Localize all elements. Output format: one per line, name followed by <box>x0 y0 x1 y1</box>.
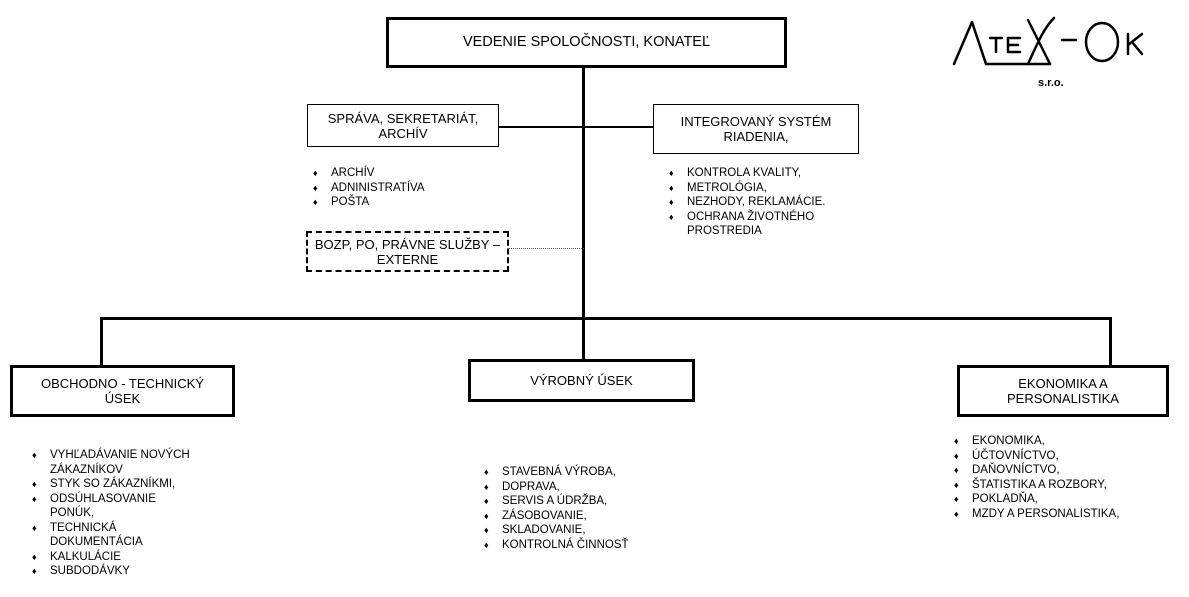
list-item: KALKULÁCIE <box>32 550 232 565</box>
division-left-drop <box>100 317 103 367</box>
production-box: VÝROBNÝ ÚSEK <box>468 359 695 402</box>
list-item: MZDY A PERSONALISTIKA, <box>954 507 1174 522</box>
trunk-line <box>582 50 585 318</box>
integrated-system-box: INTEGROVANÝ SYSTÉM RIADENIA, <box>653 104 859 154</box>
list-item: KONTROLA KVALITY, <box>669 166 879 181</box>
management-box: VEDENIE SPOLOČNOSTI, KONATEĽ <box>386 17 787 68</box>
commercial-technical-list: VYHĽADÁVANIE NOVÝCH ZÁKAZNÍKOV STYK SO Z… <box>32 448 232 579</box>
list-item: SUBDODÁVKY <box>32 564 232 579</box>
list-item: STYK SO ZÁKAZNÍKMI, <box>32 477 232 492</box>
list-item: METROLÓGIA, <box>669 181 879 196</box>
staff-connector-line <box>498 126 653 128</box>
list-item: POKLADŇA, <box>954 492 1174 507</box>
division-center-drop <box>582 317 585 367</box>
production-label: VÝROBNÝ ÚSEK <box>530 373 633 388</box>
list-item: ŠTATISTIKA A ROZBORY, <box>954 478 1174 493</box>
list-item: STAVEBNÁ VÝROBA, <box>484 465 684 480</box>
list-item: ÚČTOVNÍCTVO, <box>954 449 1174 464</box>
integrated-system-label: INTEGROVANÝ SYSTÉM RIADENIA, <box>680 114 832 144</box>
division-bus-line <box>100 317 1112 320</box>
list-item: ADNINISTRATÍVA <box>313 181 503 196</box>
company-logo: s.r.o. <box>952 16 1144 89</box>
list-item: DAŇOVNÍCTVO, <box>954 463 1174 478</box>
list-item: ODSÚHLASOVANIE PONÚK, <box>32 492 200 521</box>
list-item: POŠTA <box>313 195 503 210</box>
list-item: NEZHODY, REKLAMÁCIE. <box>669 195 879 210</box>
list-item: SKLADOVANIE, <box>484 523 684 538</box>
economics-hr-list: EKONOMIKA, ÚČTOVNÍCTVO, DAŇOVNÍCTVO, ŠTA… <box>954 434 1174 521</box>
economics-hr-box: EKONOMIKA A PERSONALISTIKA <box>957 365 1169 417</box>
list-item: TECHNICKÁ DOKUMENTÁCIA <box>32 521 170 550</box>
list-item: VYHĽADÁVANIE NOVÝCH ZÁKAZNÍKOV <box>32 448 200 477</box>
external-services-box: BOZP, PO, PRÁVNE SLUŽBY – EXTERNE <box>306 231 509 272</box>
commercial-technical-label: OBCHODNO - TECHNICKÝ ÚSEK <box>41 376 204 406</box>
administration-label: SPRÁVA, SEKRETARIÁT, ARCHÍV <box>327 110 479 141</box>
commercial-technical-box: OBCHODNO - TECHNICKÝ ÚSEK <box>10 365 235 417</box>
management-label: VEDENIE SPOLOČNOSTI, KONATEĽ <box>462 34 711 50</box>
economics-hr-label: EKONOMIKA A PERSONALISTIKA <box>1007 376 1119 406</box>
list-item: ZÁSOBOVANIE, <box>484 509 684 524</box>
production-list: STAVEBNÁ VÝROBA, DOPRAVA, SERVIS A ÚDRŽB… <box>484 465 684 552</box>
administration-list: ARCHÍV ADNINISTRATÍVA POŠTA <box>313 166 503 210</box>
list-item: SERVIS A ÚDRŽBA, <box>484 494 684 509</box>
list-item: DOPRAVA, <box>484 480 684 495</box>
integrated-system-list: KONTROLA KVALITY, METROLÓGIA, NEZHODY, R… <box>669 166 879 239</box>
list-item: ARCHÍV <box>313 166 503 181</box>
administration-box: SPRÁVA, SEKRETARIÁT, ARCHÍV <box>307 104 499 147</box>
svg-text:s.r.o.: s.r.o. <box>1038 77 1064 89</box>
external-dotted-connector <box>508 248 584 249</box>
list-item: KONTROLNÁ ČINNOSŤ <box>484 538 684 553</box>
division-right-drop <box>1109 317 1112 367</box>
list-item: EKONOMIKA, <box>954 434 1174 449</box>
external-services-label: BOZP, PO, PRÁVNE SLUŽBY – EXTERNE <box>314 236 501 267</box>
list-item: OCHRANA ŽIVOTNÉHO PROSTREDIA <box>669 210 847 239</box>
